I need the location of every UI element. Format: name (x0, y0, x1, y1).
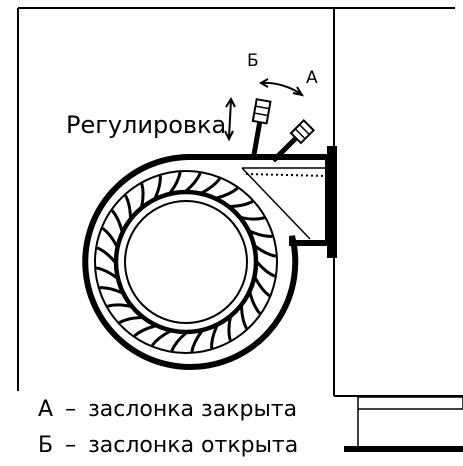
legend-row-b: Б–заслонка открыта (38, 433, 298, 458)
legend-row-a: А–заслонка закрыта (38, 397, 297, 422)
fan-impeller (94, 170, 278, 354)
mounting-flange (327, 146, 337, 258)
impeller-blade (101, 226, 119, 247)
impeller-blade (111, 209, 124, 232)
adjustment-screw-vertical (250, 98, 272, 161)
impeller-blade (249, 229, 273, 238)
impeller-blade (150, 329, 171, 347)
impeller-blade (133, 324, 156, 337)
adjustment-label: Регулировка (66, 111, 226, 139)
legend-key: Б (38, 433, 53, 458)
position-a-label: А (306, 68, 318, 88)
impeller-blade (153, 175, 162, 199)
impeller-blade (216, 187, 239, 200)
position-b-label: Б (247, 51, 259, 71)
impeller-blade (241, 216, 265, 221)
impeller-blade (140, 183, 145, 207)
legend-key: А (38, 397, 53, 422)
impeller-blade (201, 177, 222, 195)
impeller-blade (124, 194, 132, 218)
impeller-blade (210, 325, 219, 349)
impeller-blade (185, 172, 202, 193)
legend-text: заслонка закрыта (88, 397, 297, 422)
impeller-blade (254, 244, 277, 258)
impeller-blades (95, 171, 277, 353)
impeller-blade (240, 306, 248, 330)
impeller-blade (118, 316, 142, 324)
damper-guide (241, 167, 329, 240)
impeller-blade (190, 330, 204, 353)
legend-text: заслонка открыта (88, 433, 298, 458)
adjustment-screw-angled (271, 118, 316, 163)
legend-dash: – (65, 433, 76, 458)
frame (17, 7, 455, 391)
impeller-blade (168, 171, 182, 194)
impeller-blade (96, 246, 117, 263)
adjustment-arrow (224, 96, 236, 142)
impeller-blade (227, 317, 232, 341)
impeller-blade (248, 292, 261, 315)
impeller-blade (255, 261, 276, 278)
impeller-blade (95, 266, 118, 280)
rotation-arrow (258, 78, 305, 97)
impeller-blade (230, 200, 254, 208)
impeller-blade (99, 286, 123, 295)
impeller-blade (170, 331, 187, 352)
equipment-housing (333, 8, 463, 452)
legend: А–заслонка закрыта Б–заслонка открыта (38, 397, 298, 458)
impeller-blade (253, 277, 271, 298)
legend-dash: – (65, 397, 76, 422)
impeller-blade (107, 303, 131, 308)
fan-volute (82, 154, 331, 370)
